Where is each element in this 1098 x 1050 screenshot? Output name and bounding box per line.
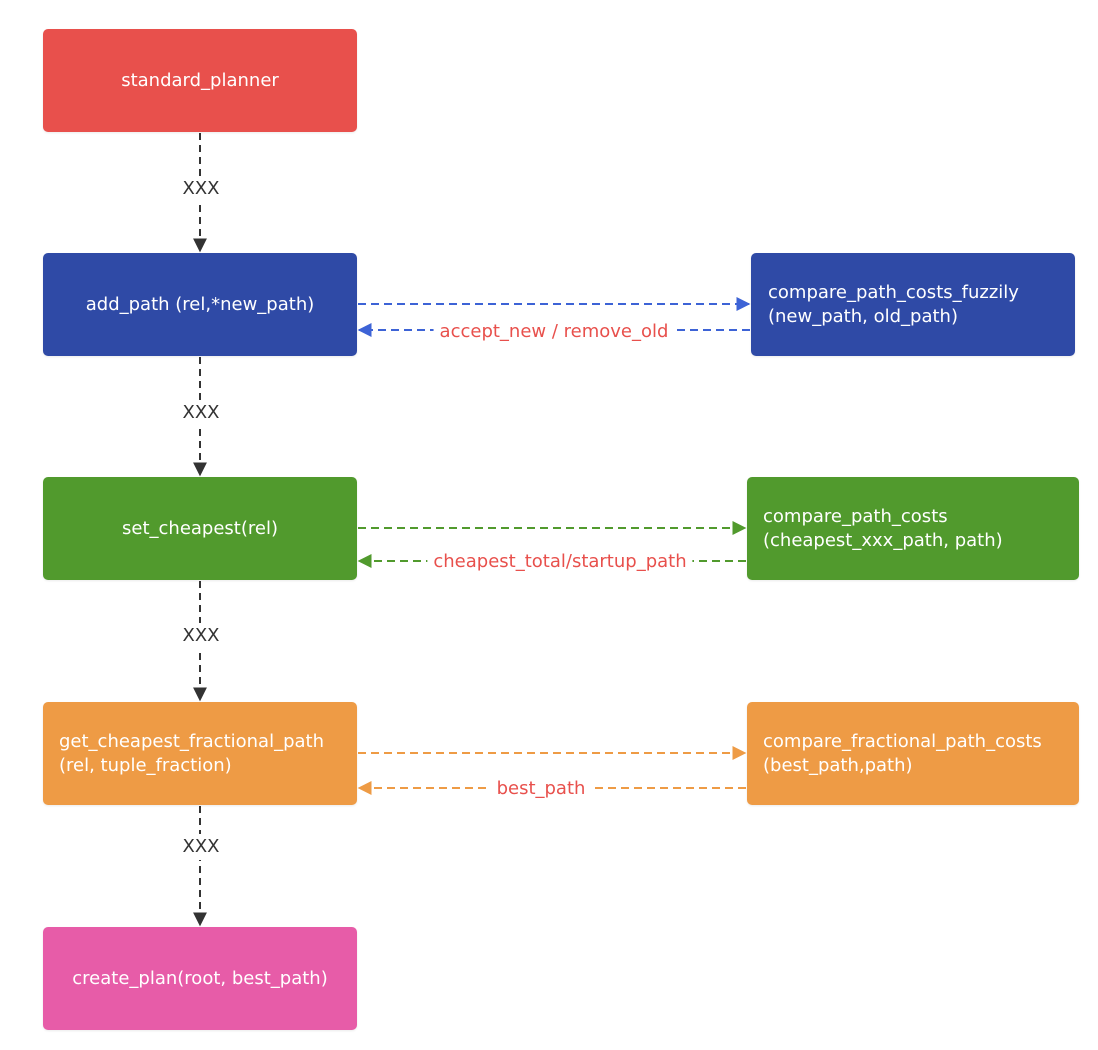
- node-label-line-2: (best_path,path): [763, 754, 913, 776]
- node-label-line-1: compare_path_costs: [763, 505, 948, 527]
- node-label-line-2: (cheapest_xxx_path, path): [763, 529, 1003, 551]
- node-label-line-2: (new_path, old_path): [768, 305, 958, 327]
- node-label-line-2: (rel, tuple_fraction): [59, 754, 232, 776]
- node-label-line-1: compare_path_costs_fuzzily: [768, 281, 1019, 303]
- node-add-path: add_path (rel,*new_path): [43, 253, 357, 356]
- node-get-cheapest-fractional-path: get_cheapest_fractional_path (rel, tuple…: [43, 702, 357, 805]
- node-label: set_cheapest(rel): [122, 517, 278, 539]
- node-compare-fractional-path-costs: compare_fractional_path_costs (best_path…: [747, 702, 1079, 805]
- edge-label-get-fractional-to-create-plan: XXX: [179, 834, 223, 860]
- node-label-line-1: get_cheapest_fractional_path: [59, 730, 324, 752]
- node-compare-path-costs-fuzzily: compare_path_costs_fuzzily (new_path, ol…: [751, 253, 1075, 356]
- node-label-line-1: compare_fractional_path_costs: [763, 730, 1042, 752]
- node-create-plan: create_plan(root, best_path): [43, 927, 357, 1030]
- node-compare-path-costs: compare_path_costs (cheapest_xxx_path, p…: [747, 477, 1079, 580]
- edge-label-set-cheapest-to-get-fractional: XXX: [179, 623, 223, 649]
- edge-label-add-path-to-set-cheapest: XXX: [179, 400, 223, 426]
- node-standard-planner: standard_planner: [43, 29, 357, 132]
- node-label: add_path (rel,*new_path): [85, 293, 315, 315]
- node-label: create_plan(root, best_path): [72, 967, 328, 989]
- edge-label-planner-to-add-path: XXX: [179, 176, 223, 202]
- edge-label-fuzzy-to-add-path: accept_new / remove_old: [433, 320, 675, 344]
- node-label: standard_planner: [121, 69, 279, 91]
- edge-label-frac-costs-to-get-fractional: best_path: [490, 777, 592, 801]
- node-set-cheapest: set_cheapest(rel): [43, 477, 357, 580]
- edge-label-costs-to-set-cheapest: cheapest_total/startup_path: [427, 550, 693, 574]
